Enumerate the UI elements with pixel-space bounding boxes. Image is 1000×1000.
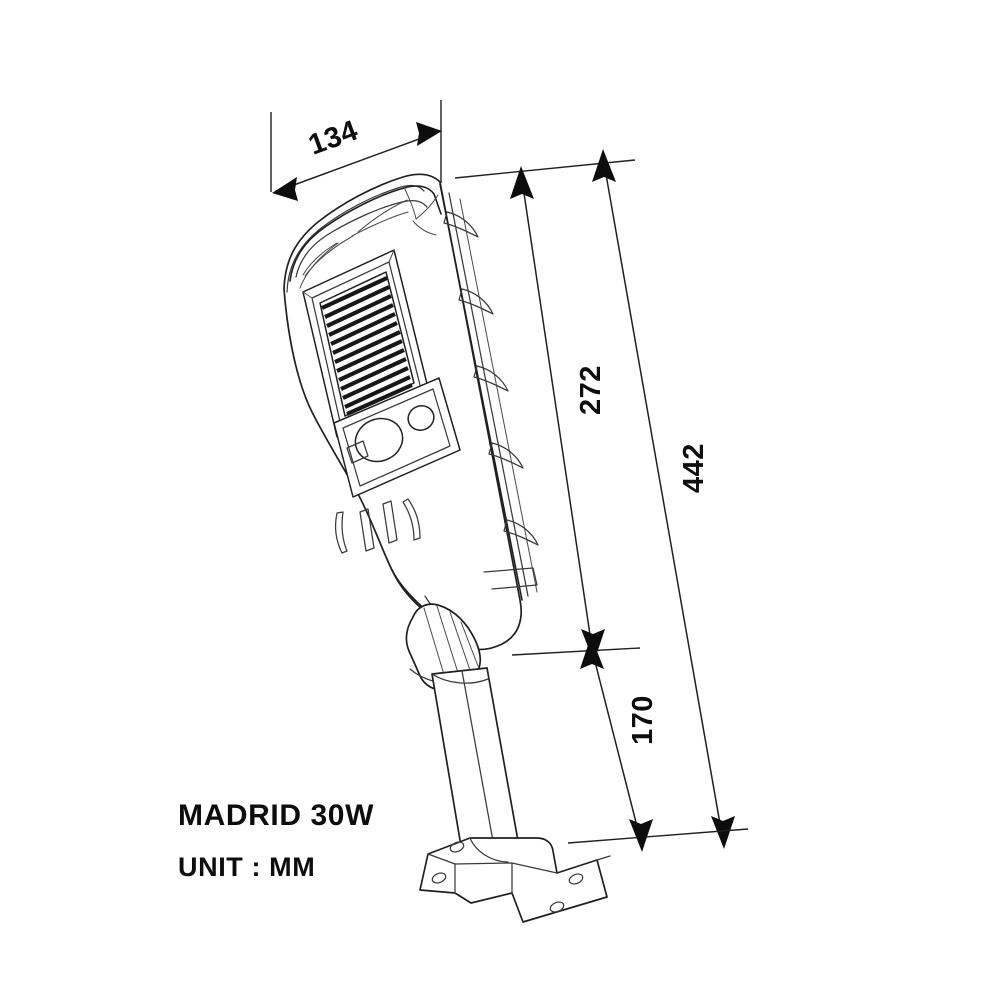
hood-crease-2 xyxy=(351,211,409,237)
pir-sensor-icon xyxy=(354,417,404,463)
lamp-assembly xyxy=(283,173,611,923)
indicator-square-icon xyxy=(346,440,369,464)
cooling-fin-5 xyxy=(503,519,539,546)
vent-slot-2 xyxy=(359,508,375,552)
unit-label: UNIT : MM xyxy=(178,852,315,882)
cooling-fin-1 xyxy=(443,211,479,238)
hood-top-plate-inner xyxy=(295,200,428,278)
fin-spine-inner xyxy=(459,198,538,593)
hood-crease-5 xyxy=(302,242,338,276)
cooling-fin-spine xyxy=(439,183,538,601)
hood-crease-4 xyxy=(299,242,339,289)
led-lens-stripes xyxy=(423,605,479,679)
solar-panel-bevels xyxy=(302,249,431,438)
vent-slots xyxy=(335,498,421,554)
solar-panel xyxy=(302,249,431,438)
vent-slot-4 xyxy=(402,498,421,541)
dimension-170: 170 xyxy=(567,636,749,852)
dim-line-272 xyxy=(521,179,593,649)
dimension-label-272: 272 xyxy=(575,365,607,415)
arrow-442-top xyxy=(592,149,616,182)
arrow-134-right xyxy=(416,122,442,146)
dimension-label-442: 442 xyxy=(678,443,710,493)
sensor-panel-inner xyxy=(342,388,451,487)
hood-crease-6 xyxy=(403,186,417,220)
dim-line-134 xyxy=(282,134,431,190)
vent-slot-1 xyxy=(335,511,348,554)
ext-line-272-bottom xyxy=(511,647,641,656)
solar-cell-stripes xyxy=(321,276,413,416)
arrow-170-top xyxy=(580,636,604,669)
cooling-fin-2 xyxy=(458,288,494,315)
bracket-pole-collar xyxy=(469,837,509,863)
dim-line-442 xyxy=(603,162,723,836)
pole-top-collar xyxy=(431,673,489,684)
sensor-panel xyxy=(333,377,461,498)
cooling-fin-3 xyxy=(473,365,509,392)
hood-crease-8 xyxy=(412,220,437,236)
bolt-hole-1 xyxy=(449,841,465,853)
pole-highlight xyxy=(461,670,498,864)
hood-top-plate xyxy=(289,185,442,282)
arrow-170-bottom xyxy=(629,819,653,852)
bolt-hole-3 xyxy=(568,873,584,885)
vent-slot-3 xyxy=(382,500,398,544)
dimension-442: 442 xyxy=(592,149,735,849)
fin-spine-mid xyxy=(448,192,529,597)
photocell-icon xyxy=(407,405,435,431)
cooling-fin-4 xyxy=(488,442,524,469)
arrow-272-top xyxy=(510,166,534,199)
bolt-hole-2 xyxy=(431,872,447,884)
bolt-hole-4 xyxy=(549,901,565,913)
fin-spine-outer xyxy=(439,183,523,601)
bracket-fold-right xyxy=(511,862,558,874)
bracket-edge-tick xyxy=(596,855,611,861)
cooling-fins xyxy=(443,211,539,546)
dim-line-170 xyxy=(591,649,641,839)
led-lens-body xyxy=(405,603,482,691)
dimension-272: 272 xyxy=(454,159,641,662)
mounting-bracket xyxy=(419,837,611,923)
arrow-134-left xyxy=(272,177,298,201)
dimension-label-170: 170 xyxy=(627,695,659,745)
housing-rear-step xyxy=(483,567,538,590)
bracket-plate xyxy=(419,837,608,923)
hood-crease-7 xyxy=(415,194,439,220)
ext-line-170-bottom xyxy=(567,828,749,844)
hood-crease-3 xyxy=(357,199,408,233)
arrow-442-bottom xyxy=(711,816,735,849)
page-title: MADRID 30W xyxy=(178,799,374,832)
